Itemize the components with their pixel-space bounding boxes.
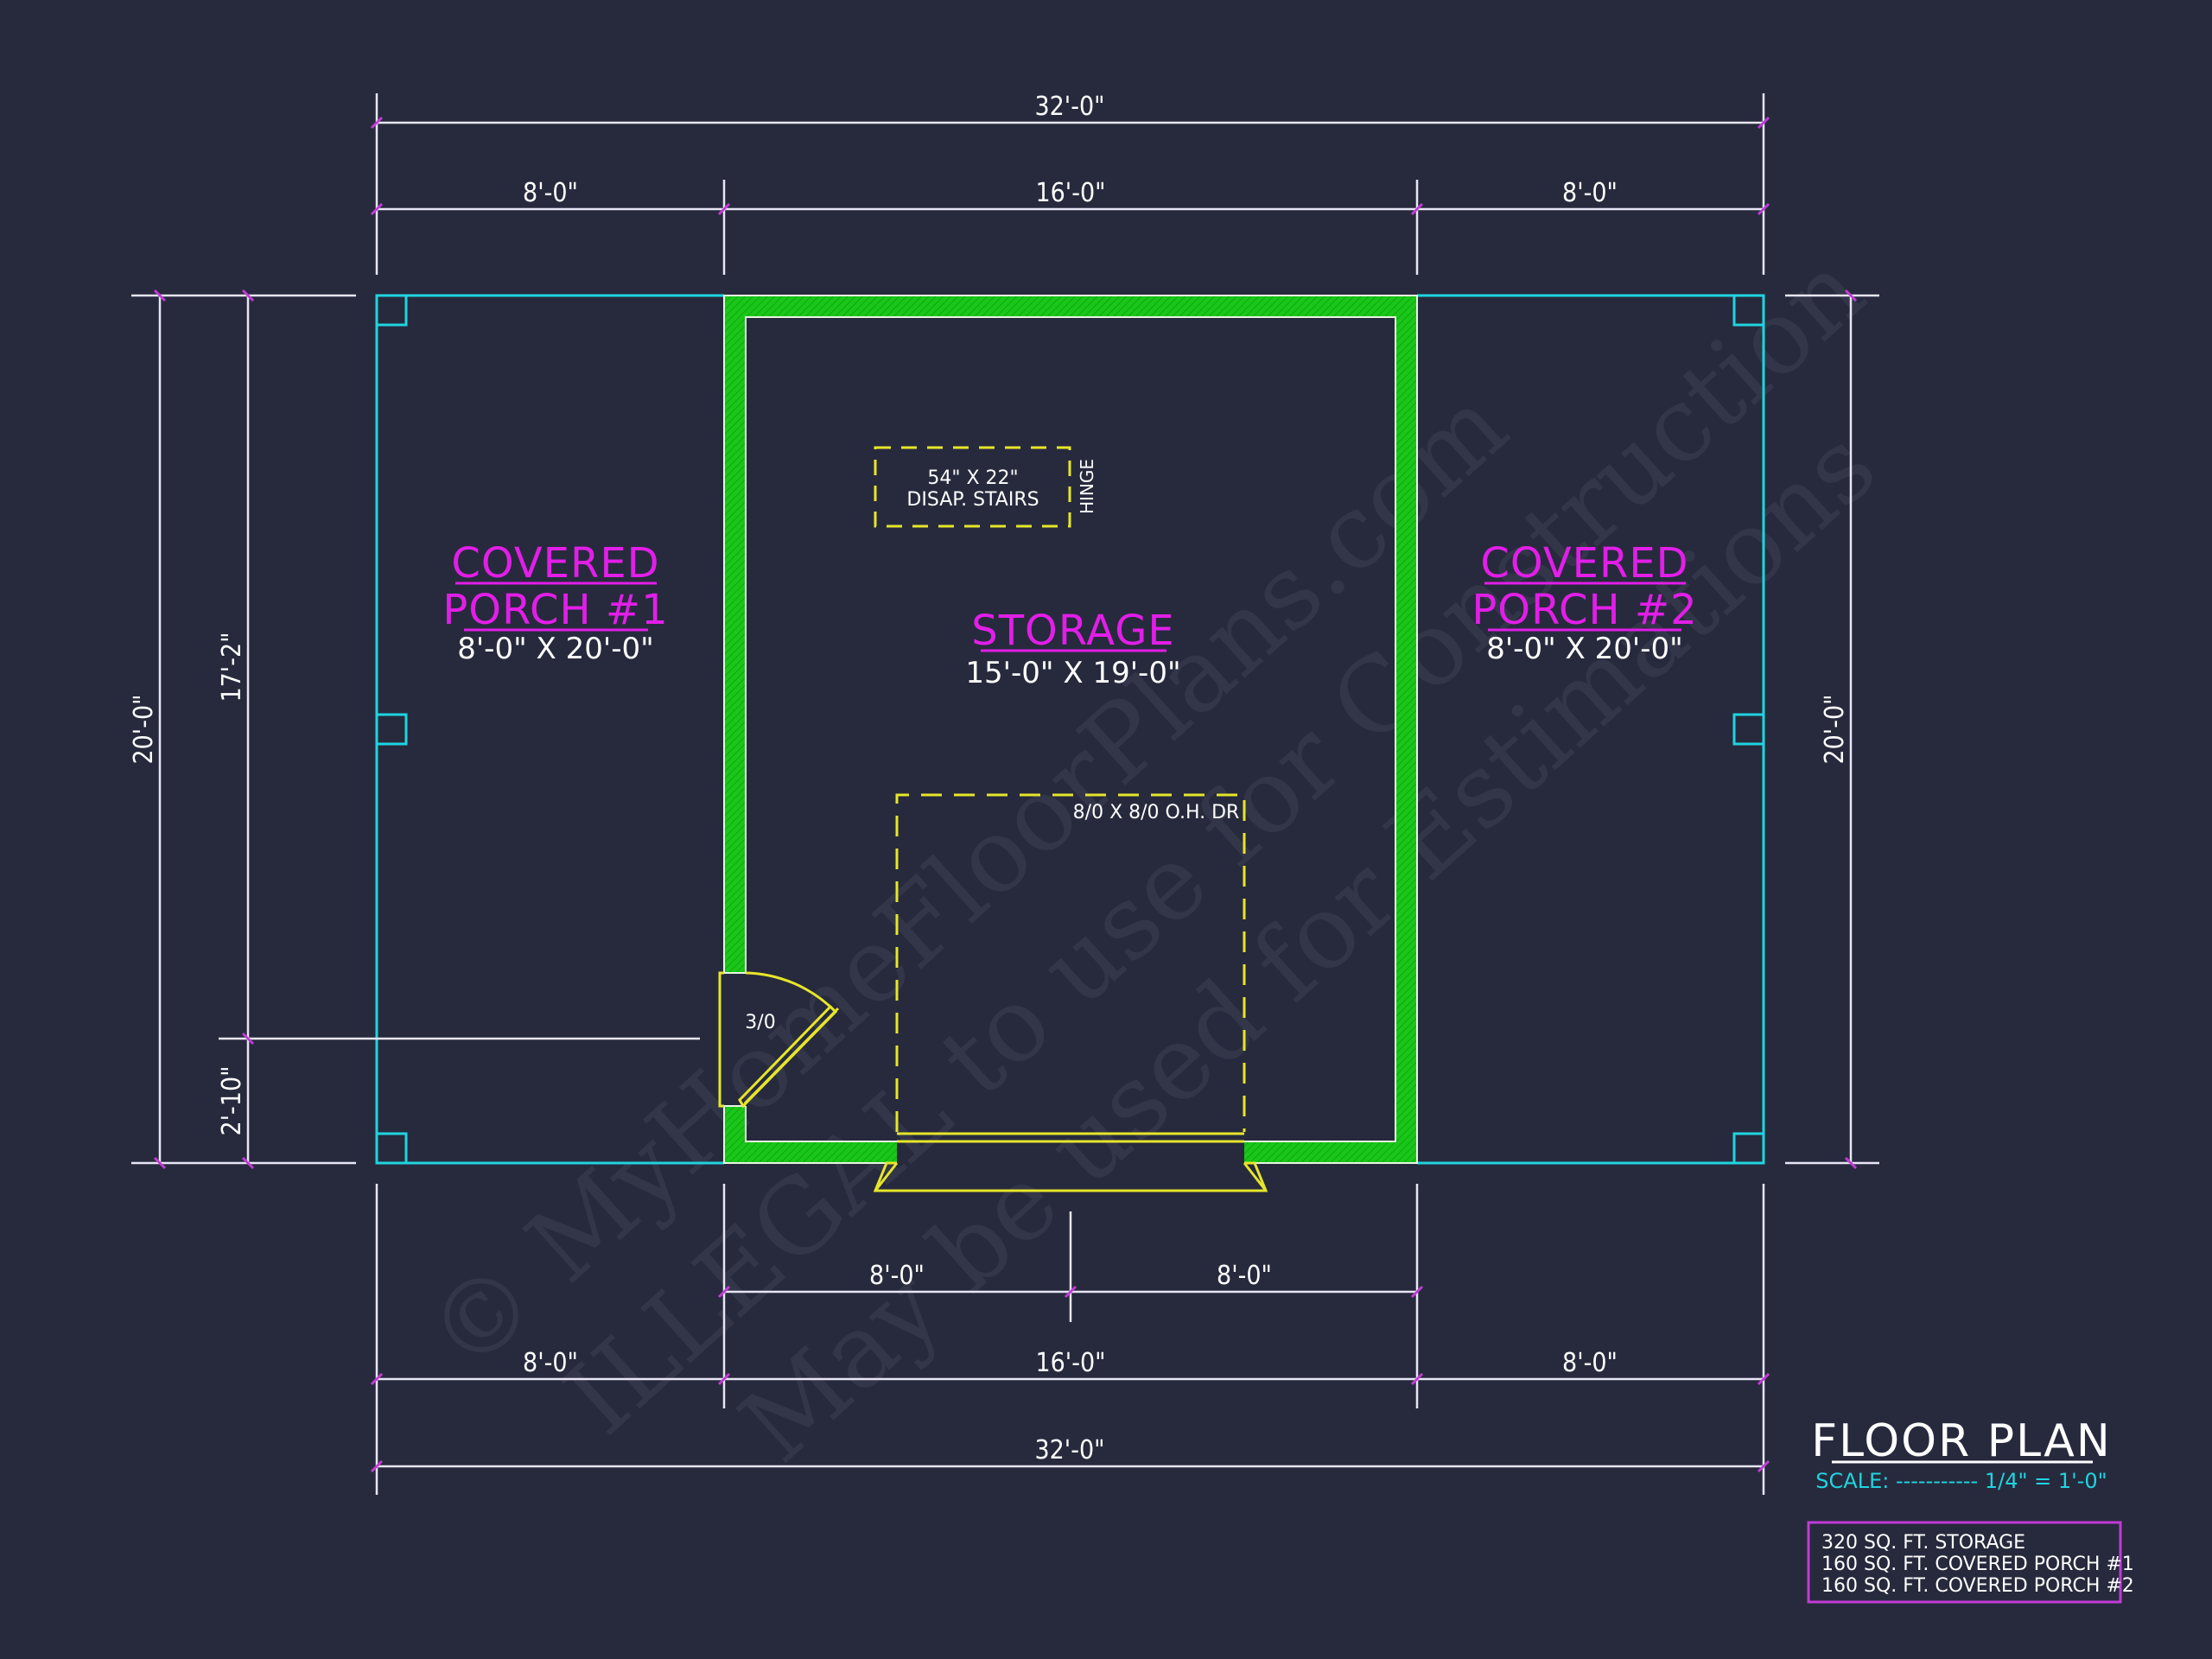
dim-bottom-door-left: 8'-0" bbox=[869, 1261, 925, 1291]
plan-scale: SCALE: ----------- 1/4" = 1'-0" bbox=[1815, 1469, 2107, 1493]
dim-top-right: 8'-0" bbox=[1562, 178, 1618, 208]
dim-right-overall: 20'-0" bbox=[1820, 694, 1850, 764]
room-label-porch2: COVERED PORCH #2 8'-0" X 20'-0" bbox=[1471, 539, 1697, 666]
porch2-name-line1: COVERED bbox=[1480, 539, 1688, 588]
porch1-name-line1: COVERED bbox=[451, 539, 659, 588]
entry-door-label: 3/0 bbox=[745, 1012, 775, 1033]
storage-name: STORAGE bbox=[971, 607, 1175, 655]
porch1-name-line2: PORCH #1 bbox=[442, 586, 668, 634]
area-summary-box bbox=[1807, 1521, 2122, 1604]
dim-top-overall: 32'-0" bbox=[1034, 92, 1104, 122]
porch2-post-middle bbox=[1732, 713, 1765, 746]
stairs-size: 54" X 22" bbox=[927, 467, 1018, 489]
porch-outlines bbox=[375, 294, 1765, 1165]
entry-door bbox=[718, 971, 840, 1109]
hinge-label: HINGE bbox=[1077, 459, 1097, 514]
area-porch2: 160 SQ. FT. COVERED PORCH #2 bbox=[1821, 1575, 2134, 1597]
dim-top-left: 8'-0" bbox=[523, 178, 578, 208]
title-block: FLOOR PLAN SCALE: ----------- 1/4" = 1'-… bbox=[1807, 1415, 2134, 1604]
storage-walls bbox=[723, 295, 1418, 1164]
dim-left-overall: 20'-0" bbox=[129, 694, 159, 764]
dimensions-top bbox=[370, 93, 1770, 275]
disappearing-stairs: 54" X 22" DISAP. STAIRS HINGE bbox=[874, 446, 1097, 528]
overhead-door bbox=[873, 793, 1268, 1192]
dim-bottom-door-right: 8'-0" bbox=[1217, 1261, 1272, 1291]
dim-bottom-center: 16'-0" bbox=[1035, 1348, 1105, 1378]
dim-left-lower: 2'-10" bbox=[217, 1065, 247, 1135]
overhead-door-label: 8/0 X 8/0 O.H. DR bbox=[1073, 802, 1240, 823]
dim-bottom-right: 8'-0" bbox=[1562, 1348, 1618, 1378]
dim-bottom-left: 8'-0" bbox=[523, 1348, 578, 1378]
room-label-storage: STORAGE 15'-0" X 19'-0" bbox=[965, 607, 1180, 690]
room-label-porch1: COVERED PORCH #1 8'-0" X 20'-0" bbox=[442, 539, 668, 666]
dimensions-left bbox=[131, 289, 700, 1170]
porch1-post-bottom bbox=[375, 1132, 408, 1165]
dim-bottom-overall: 32'-0" bbox=[1034, 1435, 1104, 1465]
porch1-post-top bbox=[375, 294, 408, 327]
dimensions-right bbox=[1785, 289, 1879, 1170]
storage-size: 15'-0" X 19'-0" bbox=[965, 656, 1180, 690]
area-storage: 320 SQ. FT. STORAGE bbox=[1821, 1532, 2025, 1554]
porch2-name-line2: PORCH #2 bbox=[1471, 586, 1697, 634]
porch1-size: 8'-0" X 20'-0" bbox=[457, 632, 654, 666]
area-porch1: 160 SQ. FT. COVERED PORCH #1 bbox=[1821, 1554, 2134, 1575]
porch2-post-top bbox=[1732, 294, 1765, 327]
plan-title: FLOOR PLAN bbox=[1811, 1415, 2112, 1467]
porch2-size: 8'-0" X 20'-0" bbox=[1486, 632, 1683, 666]
porch1-post-middle bbox=[375, 713, 408, 746]
porch2-post-bottom bbox=[1732, 1132, 1765, 1165]
dim-top-center: 16'-0" bbox=[1035, 178, 1105, 208]
dim-left-upper: 17'-2" bbox=[217, 632, 247, 702]
dimensions-bottom bbox=[370, 1184, 1770, 1495]
stairs-label: DISAP. STAIRS bbox=[906, 489, 1039, 511]
